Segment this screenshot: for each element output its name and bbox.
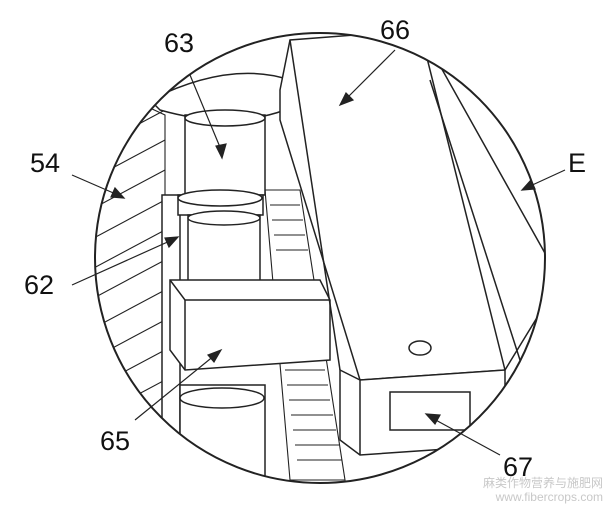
label-67: 67: [503, 452, 534, 482]
block-65: [169, 279, 331, 371]
detail-view-content: [95, 33, 545, 483]
label-54: 54: [30, 148, 61, 178]
label-E: E: [568, 148, 587, 178]
label-62: 62: [24, 270, 55, 300]
leader-lines: [71, 49, 566, 456]
watermark-line2: www.fibercrops.com: [495, 490, 603, 504]
watermark-line1: 麻类作物营养与施肥网: [482, 476, 603, 490]
label-63: 63: [164, 28, 195, 58]
label-65: 65: [100, 426, 131, 456]
detail-circle-E: [94, 32, 546, 484]
label-66: 66: [380, 15, 411, 45]
